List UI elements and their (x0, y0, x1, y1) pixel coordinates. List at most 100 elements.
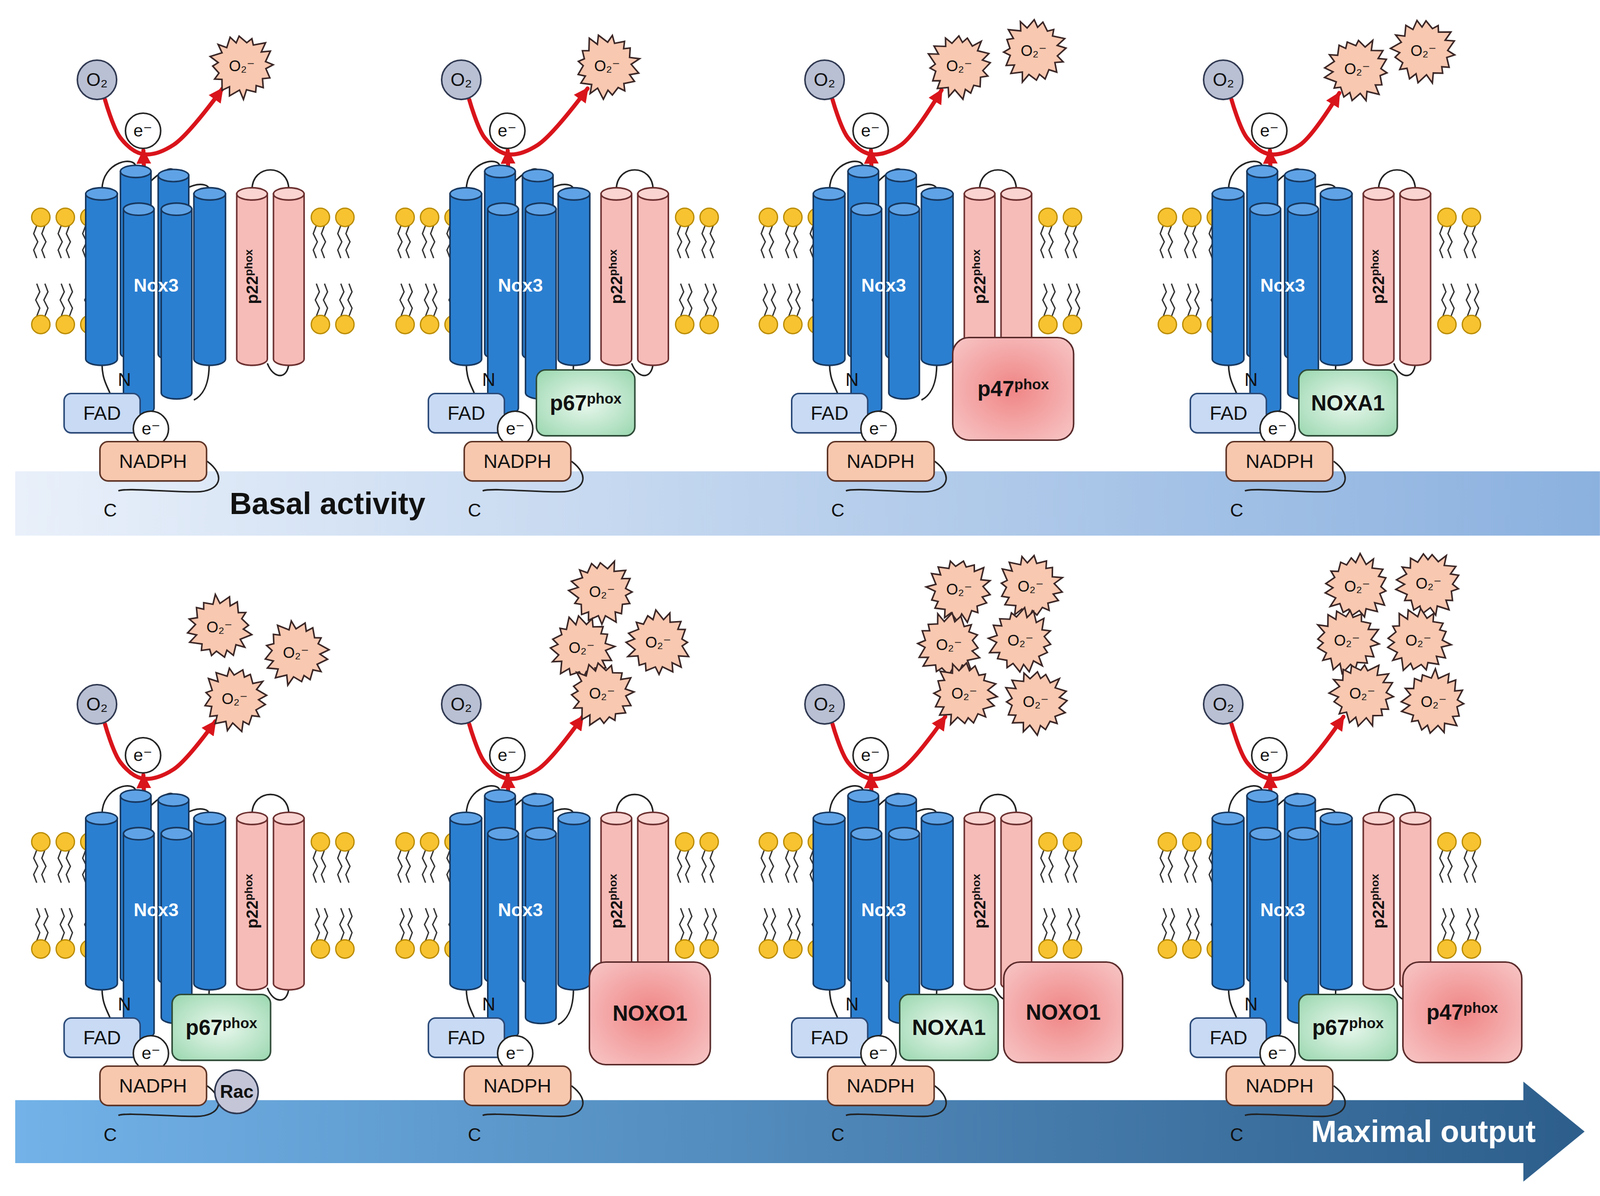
node-text: Nox3 (861, 899, 906, 921)
text-part: p67 (549, 391, 587, 416)
node-text: O₂ (86, 69, 109, 91)
superoxide-burst: O₂⁻ (924, 555, 995, 625)
subunit-box: p67phox (1298, 993, 1399, 1061)
nox3-subunit: Nox3 (495, 273, 545, 298)
node-text: p67phox (1312, 1014, 1384, 1040)
node-text: O₂⁻ (946, 580, 973, 599)
node-outline (804, 684, 844, 724)
node-outline (125, 112, 161, 149)
node-text: NOXA1 (1311, 390, 1385, 416)
nox3-subunit: Nox3 (495, 898, 545, 922)
p22phox-subunit: p22phox (964, 818, 995, 984)
node-outline (1324, 40, 1387, 101)
p22phox-subunit: p22phox (964, 193, 995, 360)
subunit-box: NOXO1 (588, 961, 711, 1066)
node-outline (1387, 608, 1452, 671)
node-text: Nox3 (497, 899, 543, 921)
p22phox-subunit: p22phox (1363, 818, 1394, 984)
rac-circle: Rac (214, 1069, 259, 1114)
node-outline (1005, 671, 1068, 735)
reduction-arrow (832, 89, 942, 155)
node-outline (1203, 59, 1244, 100)
nadph-box: NADPH (99, 440, 208, 482)
node-text: FAD (810, 402, 849, 425)
reduction-arrow (105, 88, 223, 155)
node-text: e⁻ (133, 120, 153, 141)
text-part: p22 (970, 275, 989, 304)
reduction-arrow (832, 716, 946, 779)
node-text: e⁻ (497, 745, 517, 766)
node-outline (205, 668, 267, 732)
reduction-arrow (469, 716, 583, 779)
oxygen-circle: O₂ (440, 59, 482, 101)
node-text: e⁻ (861, 745, 880, 766)
node-text: p22phox (606, 249, 626, 304)
text-superscript: phox (1349, 1014, 1384, 1031)
node-text: p22phox (970, 873, 990, 929)
node-outline (1298, 994, 1398, 1061)
node-outline (928, 35, 991, 100)
text-part: p22 (607, 900, 626, 929)
node-outline (172, 994, 272, 1061)
node-text: e⁻ (1259, 120, 1279, 141)
panel (31, 161, 354, 492)
node-text: p22phox (970, 249, 990, 304)
node-text: O₂ (86, 693, 109, 715)
node-text: FAD (1209, 402, 1248, 425)
node-outline (63, 393, 140, 434)
fad-box: FAD (790, 392, 869, 434)
node-text: e⁻ (505, 418, 525, 439)
node-outline (210, 36, 273, 100)
node-outline (827, 1065, 934, 1106)
terminus-label: N (482, 993, 496, 1015)
node-text: NOXA1 (912, 1015, 986, 1040)
oxygen-circle: O₂ (76, 683, 118, 725)
node-text: NADPH (483, 450, 552, 473)
node-outline (1226, 441, 1333, 481)
nadph-box: NADPH (463, 440, 572, 482)
node-text: O₂ (813, 693, 836, 715)
node-text: O₂⁻ (568, 639, 595, 657)
superoxide-burst: O₂⁻ (184, 592, 255, 663)
superoxide-burst: O₂⁻ (567, 659, 637, 730)
nox3-subunit: Nox3 (131, 273, 181, 298)
node-outline (15, 1081, 1585, 1182)
node-outline (536, 370, 636, 436)
node-text: e⁻ (133, 745, 153, 766)
node-outline (15, 471, 1600, 536)
electron-circle: e⁻ (124, 112, 162, 150)
p22phox-subunit: p22phox (236, 193, 268, 360)
text-part: p22 (607, 275, 626, 304)
fad-box: FAD (790, 1017, 869, 1058)
node-text: O₂⁻ (1410, 42, 1437, 60)
nadph-box: NADPH (826, 440, 935, 482)
text-superscript: phox (1368, 249, 1382, 276)
panel (395, 161, 719, 492)
node-text: O₂⁻ (1017, 577, 1044, 596)
node-outline (804, 59, 844, 100)
terminus-label: C (467, 499, 482, 521)
node-text: e⁻ (497, 120, 517, 141)
node-outline (428, 393, 505, 434)
node-outline (1401, 668, 1465, 733)
node-text: Nox3 (861, 274, 906, 297)
node-text: NADPH (846, 450, 915, 473)
node-text: O₂⁻ (206, 618, 233, 637)
text-superscript: phox (1463, 999, 1499, 1016)
text-part: p67 (1312, 1016, 1350, 1040)
node-text: O₂ (450, 693, 473, 715)
node-text: e⁻ (868, 1043, 888, 1064)
terminus-label: C (103, 1124, 117, 1146)
node-text: O₂⁻ (1020, 42, 1047, 60)
text-part: p47 (1426, 1000, 1464, 1025)
oxygen-circle: O₂ (1202, 683, 1244, 725)
node-text: Maximal output (1311, 1113, 1537, 1150)
p22phox-subunit: p22phox (600, 818, 632, 984)
node-outline (1003, 19, 1066, 82)
text-part: p47 (977, 377, 1015, 401)
node-text: Nox3 (1260, 899, 1305, 921)
node-text: O₂⁻ (946, 57, 973, 76)
node-outline (852, 112, 889, 149)
node-text: NOXO1 (1025, 1000, 1101, 1025)
node-text: FAD (447, 1026, 486, 1049)
